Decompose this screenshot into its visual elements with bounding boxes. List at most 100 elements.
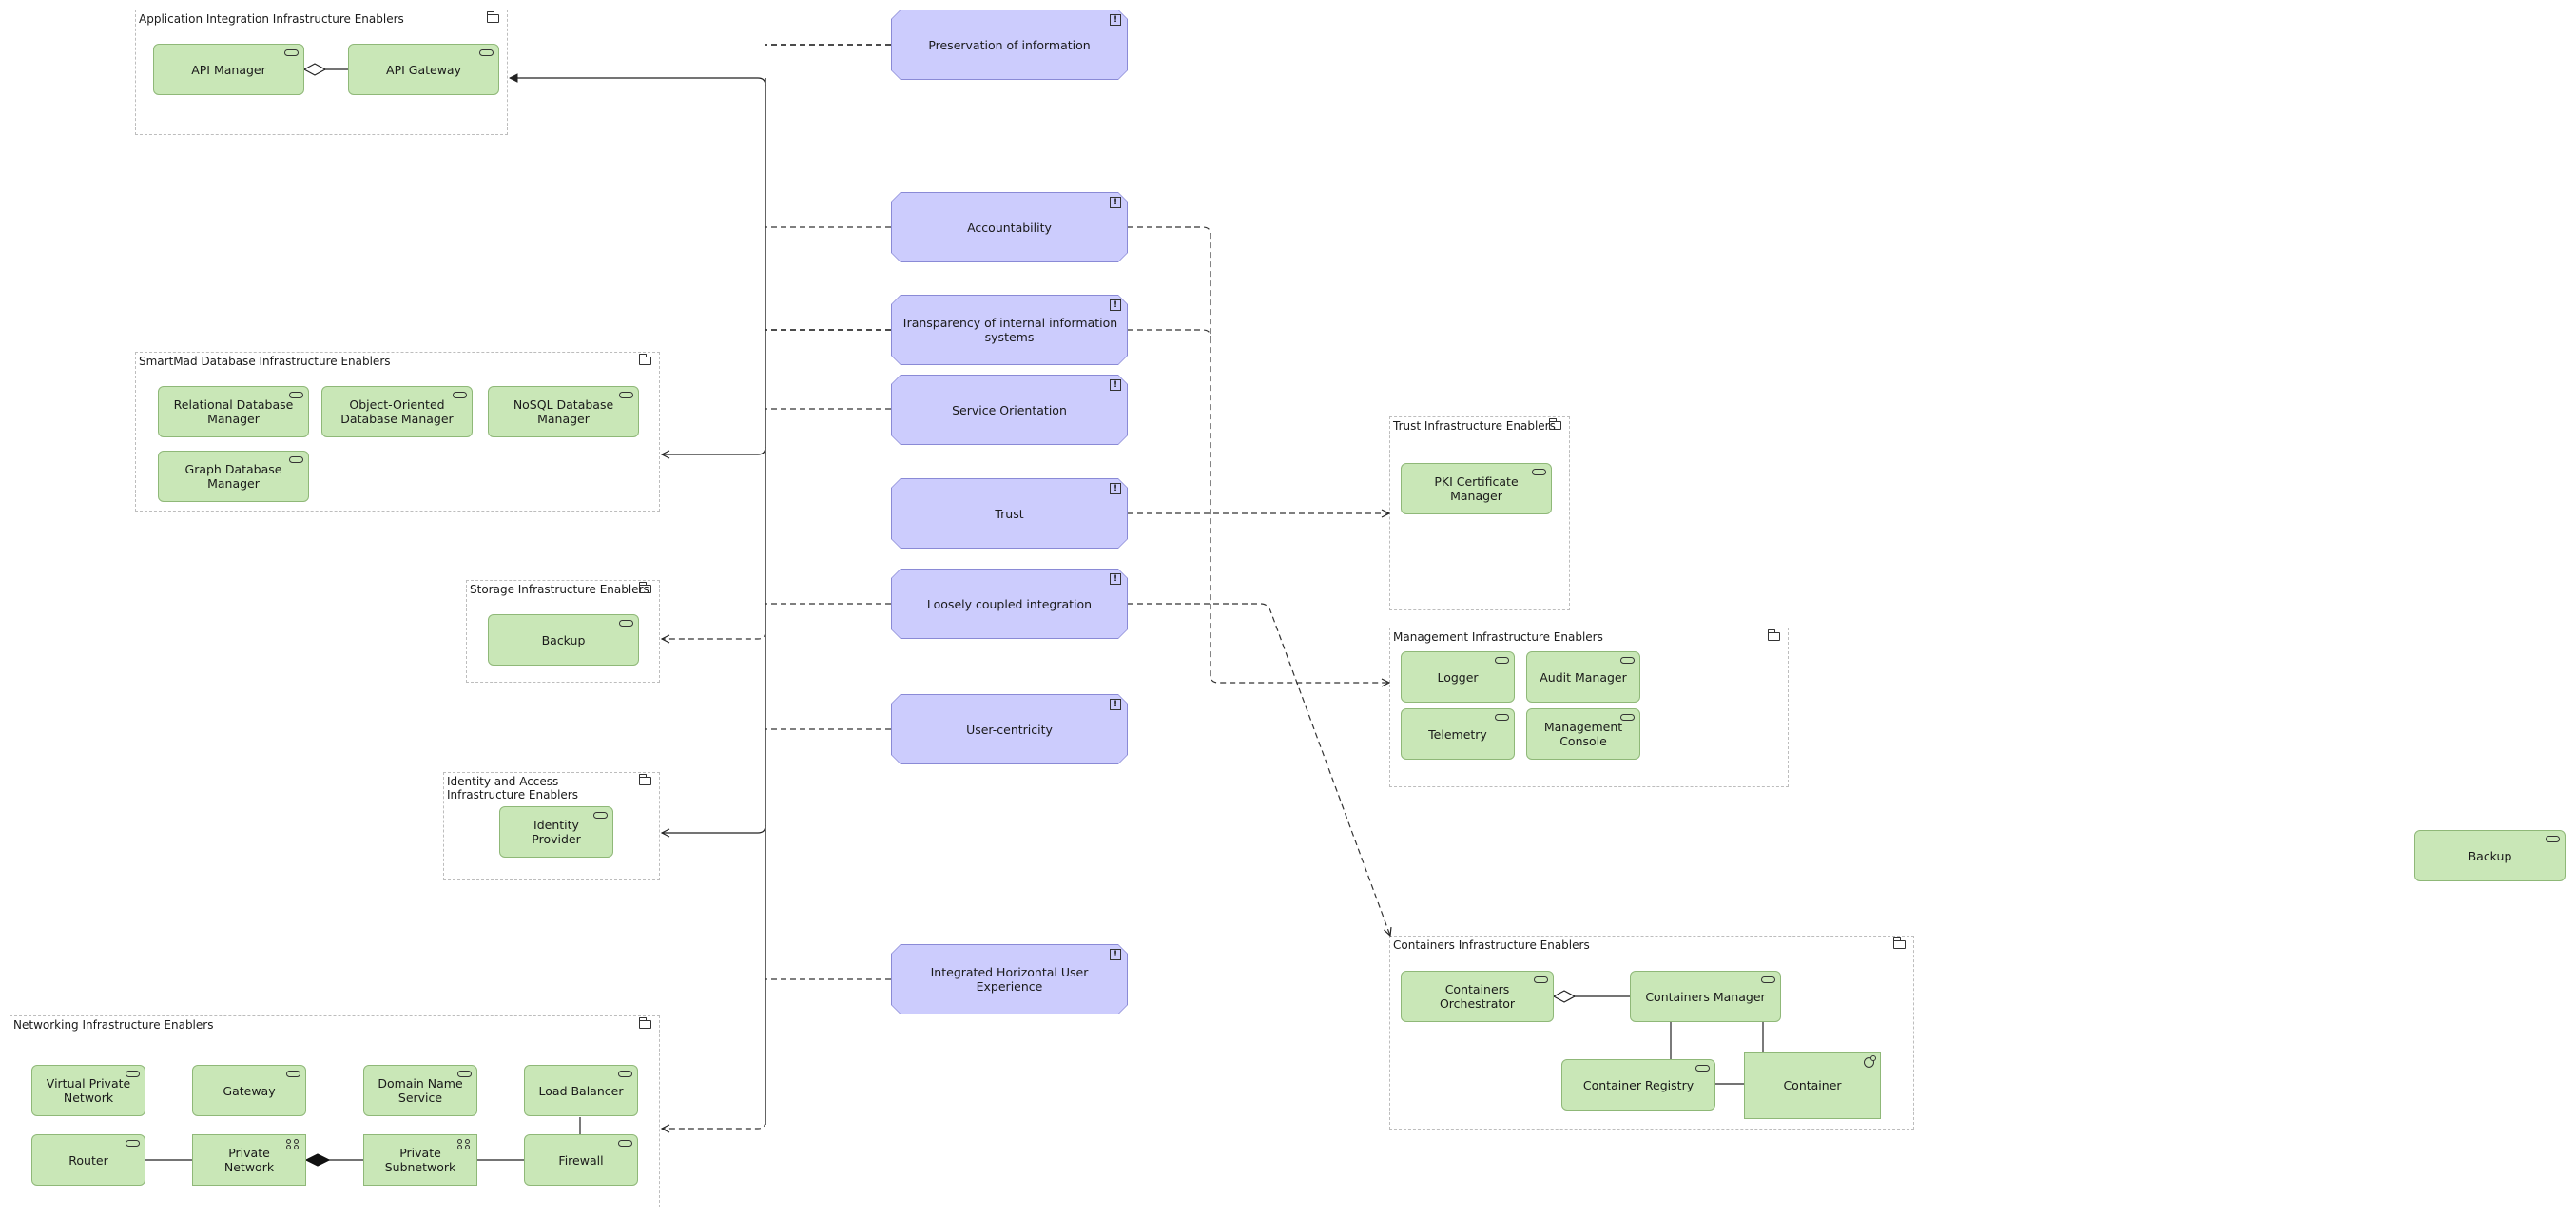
node-label: Identity Provider [532,818,581,846]
folder-icon [639,354,651,365]
audit-manager-node[interactable]: Audit Manager [1526,651,1640,703]
service-icon [289,456,303,463]
group-containers[interactable]: Containers Infrastructure Enablers [1389,936,1914,1130]
container-node[interactable]: Container [1744,1052,1881,1119]
dns-node[interactable]: Domain Name Service [363,1065,477,1116]
pki-node[interactable]: PKI Certificate Manager [1401,463,1552,514]
principle-service-orientation[interactable]: Service Orientation ! [891,375,1128,445]
private-network-node[interactable]: Private Network [192,1134,306,1186]
principle-preservation[interactable]: Preservation of information ! [891,10,1128,80]
principle-trust[interactable]: Trust ! [891,478,1128,549]
identity-provider-node[interactable]: Identity Provider [499,806,613,858]
standalone-backup-node[interactable]: Backup [2414,830,2566,881]
service-icon [1534,976,1548,983]
vpn-node[interactable]: Virtual Private Network [31,1065,145,1116]
api-gateway-node[interactable]: API Gateway [348,44,499,95]
group-networking[interactable]: Networking Infrastructure Enablers [10,1015,660,1207]
principle-label: Trust [892,479,1127,548]
service-icon [286,1071,300,1077]
load-balancer-node[interactable]: Load Balancer [524,1065,638,1116]
gateway-node[interactable]: Gateway [192,1065,306,1116]
service-icon [1761,976,1775,983]
group-title: Networking Infrastructure Enablers [13,1018,214,1032]
node-label: Object-Oriented Database Manager [340,397,454,426]
node-label: Telemetry [1428,726,1487,742]
telemetry-node[interactable]: Telemetry [1401,708,1515,760]
folder-icon [1893,937,1906,949]
service-icon [1620,657,1635,664]
principle-icon: ! [1110,379,1121,391]
node-label: Audit Manager [1540,669,1627,685]
folder-icon [639,582,651,593]
group-identity[interactable]: Identity and Access Infrastructure Enabl… [443,772,660,880]
service-icon [126,1071,140,1077]
group-title: Management Infrastructure Enablers [1393,630,1603,644]
group-app-integration[interactable]: Application Integration Infrastructure E… [135,10,508,135]
node-label: NoSQL Database Manager [513,397,614,426]
relational-db-node[interactable]: Relational Database Manager [158,386,309,437]
firewall-node[interactable]: Firewall [524,1134,638,1186]
storage-backup-node[interactable]: Backup [488,614,639,666]
node-label: Relational Database Manager [173,397,294,426]
management-console-node[interactable]: Management Console [1526,708,1640,760]
network-icon [457,1139,471,1150]
service-icon [593,812,608,819]
service-icon [453,392,467,398]
node-label: Backup [2468,848,2512,863]
principle-icon: ! [1110,483,1121,494]
oo-db-node[interactable]: Object-Oriented Database Manager [321,386,473,437]
principle-label: Accountability [892,193,1127,261]
principle-icon: ! [1110,573,1121,585]
service-icon [1620,714,1635,721]
principle-transparency[interactable]: Transparency of internal information sys… [891,295,1128,365]
node-label: Graph Database Manager [184,462,282,491]
folder-icon [1768,629,1780,641]
container-registry-node[interactable]: Container Registry [1561,1059,1715,1111]
node-label: Domain Name Service [378,1076,463,1105]
principle-accountability[interactable]: Accountability ! [891,192,1128,262]
group-title: Application Integration Infrastructure E… [139,12,404,26]
service-icon [126,1140,140,1147]
containers-orchestrator-node[interactable]: Containers Orchestrator [1401,971,1554,1022]
service-icon [1695,1065,1710,1072]
principle-loosely-coupled[interactable]: Loosely coupled integration ! [891,569,1128,639]
link-transparency-right [1128,329,1211,338]
node-label: Virtual Private Network [46,1076,131,1105]
node-label: API Gateway [386,62,461,77]
api-manager-node[interactable]: API Manager [153,44,304,95]
service-icon [2546,836,2560,842]
node-label: Gateway [223,1083,276,1098]
folder-icon [487,11,499,23]
node-label: Firewall [558,1152,604,1168]
service-icon [618,1140,632,1147]
group-storage[interactable]: Storage Infrastructure Enablers [466,580,660,683]
node-label: Private Network [223,1146,275,1174]
group-title: Trust Infrastructure Enablers [1393,419,1556,433]
logger-node[interactable]: Logger [1401,651,1515,703]
node-label: Logger [1437,669,1479,685]
node-label: Management Console [1543,720,1623,748]
link-to-networking [662,1120,766,1129]
folder-icon [1549,418,1561,430]
containers-manager-node[interactable]: Containers Manager [1630,971,1781,1022]
principle-label: Integrated Horizontal User Experience [892,945,1127,1014]
private-subnetwork-node[interactable]: Private Subnetwork [363,1134,477,1186]
principle-user-centricity[interactable]: User-centricity ! [891,694,1128,764]
service-icon [619,392,633,398]
principle-horizontal-ux[interactable]: Integrated Horizontal User Experience ! [891,944,1128,1014]
node-label: Container [1783,1078,1842,1092]
group-title: SmartMad Database Infrastructure Enabler… [139,355,391,368]
principle-label: Preservation of information [892,10,1127,79]
nosql-db-node[interactable]: NoSQL Database Manager [488,386,639,437]
graph-db-node[interactable]: Graph Database Manager [158,451,309,502]
service-icon [457,1071,472,1077]
group-database[interactable]: SmartMad Database Infrastructure Enabler… [135,352,660,512]
node-label: Private Subnetwork [384,1146,456,1174]
principle-label: User-centricity [892,695,1127,763]
service-icon [479,49,494,56]
node-label: Load Balancer [538,1083,624,1098]
principle-icon: ! [1110,197,1121,208]
router-node[interactable]: Router [31,1134,145,1186]
service-icon [1495,714,1509,721]
node-label: Backup [541,632,586,647]
